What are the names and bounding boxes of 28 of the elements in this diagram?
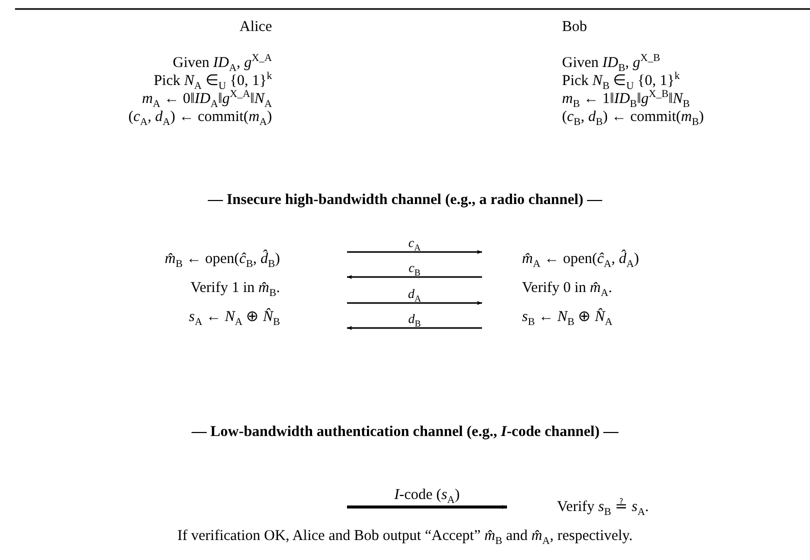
protocol-step: s$_{B}$ ← N$_{B}$ ⊕ N̂$_{A}$ [522,309,612,325]
edge-label: d$_{A}$ [406,287,424,301]
protocol-step: (c$_{B}$, d$_{B}$) ← commit(m$_{B}$) [562,109,704,125]
channel-heading: — Insecure high-bandwidth channel (e.g., a radio channel) — [208,192,602,209]
protocol-step: Given ID$_{A}$, g$^{X_A}$ [172,55,272,71]
protocol-step: m$_{B}$ ← 1‖ID$_{B}$‖g$^{X_B}$‖N$_{B}$ [562,91,690,107]
channel-heading: — Low-bandwidth authentication channel (e.g., I-code channel) — [192,424,618,441]
protocol-step: m̂$_{B}$ ← open(ĉ$_{B}$, d̂$_{B}$) [164,251,280,267]
protocol-step: Given ID$_{B}$, g$^{X_B}$ [562,55,660,71]
protocol-step: (c$_{A}$, d$_{A}$) ← commit(m$_{A}$) [128,109,272,125]
protocol-step: Verify 0 in m̂$_{A}$. [522,280,612,296]
party-name: Bob [562,19,588,35]
arrow [347,326,482,330]
arrow [347,275,482,279]
arrow [347,250,482,254]
protocol-step: m$_{A}$ ← 0‖ID$_{A}$‖g$^{X_A}$‖N$_{A}$ [142,91,272,107]
note: If verification OK, Alice and Bob output “Accept” m̂$_{B}$ and m̂$_{A}$, respectively. [177,528,633,545]
protocol-step: Pick N$_{B}$ ∈$_{U}$ {0, 1}$^{k}$ [562,73,680,89]
protocol-step: s$_{A}$ ← N$_{A}$ ⊕ N̂$_{B}$ [188,309,280,325]
arrow [347,301,482,305]
protocol-step: m̂$_{A}$ ← open(ĉ$_{A}$, d̂$_{A}$) [522,251,639,267]
edge-label: d$_{B}$ [406,312,423,326]
protocol-step: Verify s$_{B}$ ≟ s$_{A}$. [557,499,649,515]
protocol-step: Verify 1 in m̂$_{B}$. [190,280,280,296]
party-name: Alice [240,19,272,35]
arrow [347,505,507,509]
edge-label: I-code (s$_{A}$) [392,487,462,503]
protocol-step: Pick N$_{A}$ ∈$_{U}$ {0, 1}$^{k}$ [154,73,272,89]
